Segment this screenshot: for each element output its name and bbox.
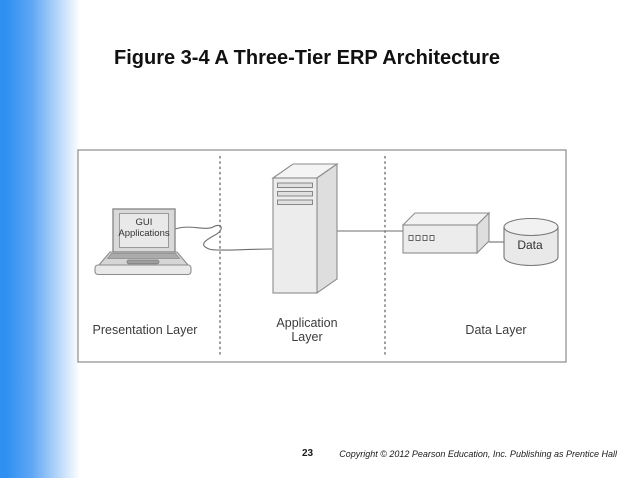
database-label: Data — [517, 238, 543, 252]
left-gradient-stripe — [0, 0, 84, 478]
server-icon — [271, 162, 339, 295]
presentation-layer-label: Presentation Layer — [92, 323, 198, 337]
page-number: 23 — [302, 448, 314, 459]
application-layer-label: Application Layer — [276, 316, 338, 344]
slide-title: Figure 3-4 A Three-Tier ERP Architecture — [114, 47, 501, 69]
copyright-text: Copyright © 2012 Pearson Education, Inc.… — [339, 449, 617, 459]
gui-applications-label: GUI Applications — [118, 217, 170, 239]
data-layer-label: Data Layer — [465, 323, 527, 337]
laptop-icon — [94, 208, 192, 276]
network-device-icon — [401, 211, 491, 255]
database-cylinder-icon — [503, 217, 559, 267]
connector-laptop-server — [174, 224, 273, 251]
